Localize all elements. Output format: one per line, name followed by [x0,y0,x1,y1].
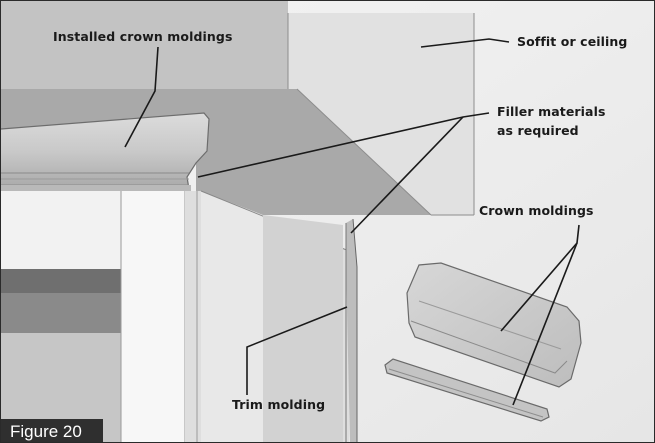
figure-number-tag: Figure 20 [1,419,103,442]
label-filler-line1: Filler materials [497,104,606,119]
label-trim-molding: Trim molding [232,397,326,412]
trim-molding-strip [345,218,358,442]
leader-lines [124,38,580,406]
leader-trim [246,306,348,395]
leader-installed-crown [124,46,159,148]
loose-crown-molding [406,262,582,388]
cabinet-left [1,191,186,442]
installed-crown-molding [1,112,210,191]
leader-crown-strip [512,242,578,406]
leader-filler-trim [350,116,464,234]
leader-soffit [420,38,510,48]
label-installed-crown-moldings: Installed crown moldings [53,29,233,44]
label-crown-moldings: Crown moldings [479,203,594,218]
loose-trim-molding [384,358,550,422]
label-soffit-or-ceiling: Soffit or ceiling [517,34,628,49]
cabinet-back-face [263,215,343,442]
label-filler-materials: Filler materials as required [497,102,606,140]
label-filler-line2: as required [497,123,579,138]
